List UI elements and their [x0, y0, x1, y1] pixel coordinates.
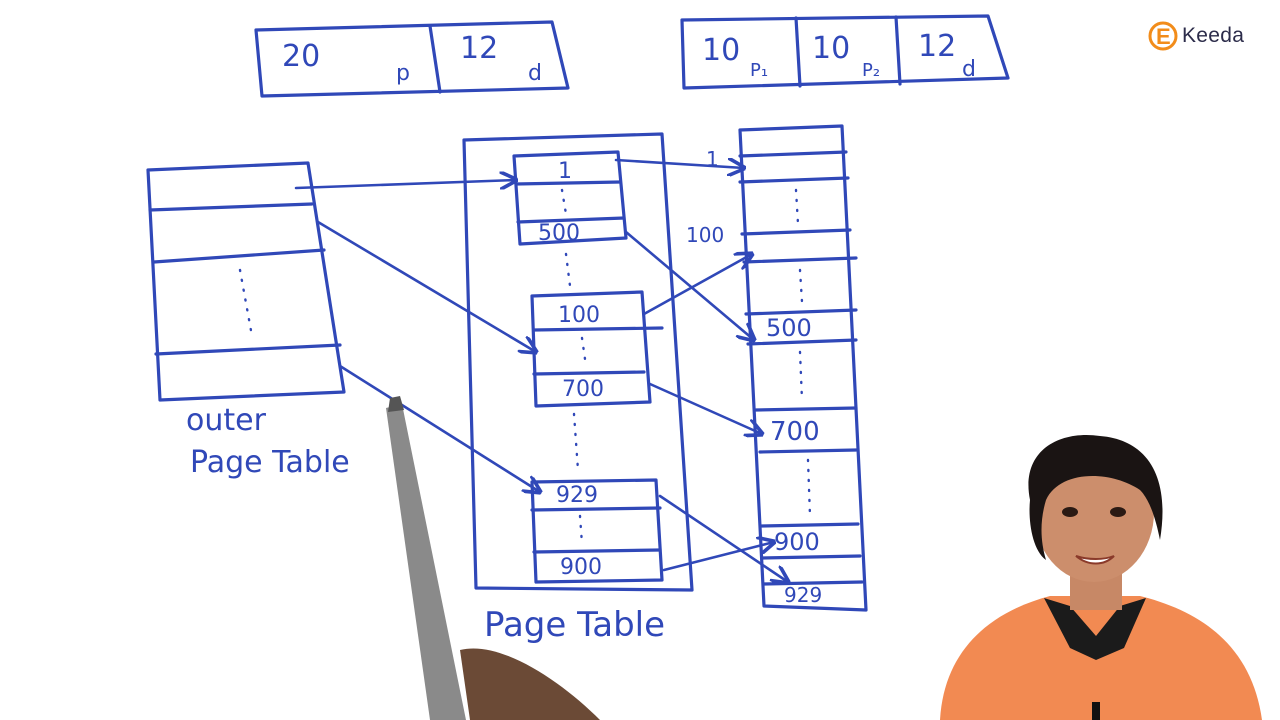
p1-label: P₁ — [750, 60, 768, 81]
page-table-container: Page Table — [462, 132, 694, 645]
inner2-top-entry: 100 — [558, 303, 600, 328]
inner1-bottom-entry: 500 — [538, 221, 580, 246]
mapping-arrows — [294, 160, 788, 582]
d-bits-value: 12 — [460, 31, 498, 66]
inner-page-table-2: 100 700 — [530, 290, 664, 408]
marker-pen — [386, 396, 600, 720]
frame-side-label-100: 100 — [686, 223, 724, 247]
page-table-label: Page Table — [484, 605, 665, 645]
outer-page-table: outer Page Table — [146, 161, 350, 480]
frame-900: 900 — [774, 528, 820, 556]
outer-table-label-line1: outer — [186, 403, 267, 438]
frame-700: 700 — [770, 417, 820, 447]
memory-frames-column: 1 100 500 700 900 929 — [686, 124, 868, 612]
frame-500: 500 — [766, 314, 812, 342]
ekeeda-logo: E Keeda — [1148, 14, 1244, 58]
frame-929: 929 — [784, 583, 822, 607]
inner3-top-entry: 929 — [556, 483, 598, 508]
two-level-address-box: 20 p 12 d — [254, 20, 570, 98]
d3-bits-value: 12 — [918, 29, 956, 64]
presenter — [940, 434, 1262, 720]
outer-table-label-line2: Page Table — [190, 445, 350, 480]
d3-label: d — [962, 57, 976, 82]
p-label: p — [396, 61, 410, 86]
inner3-bottom-entry: 900 — [560, 555, 602, 580]
inner2-bottom-entry: 700 — [562, 377, 604, 402]
inner1-top-entry: 1 — [558, 159, 572, 184]
d-label: d — [528, 61, 542, 86]
p2-bits-value: 10 — [812, 31, 850, 66]
p2-label: P₂ — [862, 60, 880, 81]
logo-mark-letter: E — [1156, 24, 1171, 49]
three-level-address-box: 10 P₁ 10 P₂ 12 d — [680, 14, 1010, 90]
p-bits-value: 20 — [282, 39, 320, 74]
logo-text: Keeda — [1182, 24, 1245, 47]
logo-mark-icon: E — [1148, 21, 1178, 51]
inner-page-table-3: 929 900 — [530, 478, 664, 584]
inner-page-table-1: 1 500 — [512, 150, 628, 246]
p1-bits-value: 10 — [702, 33, 740, 68]
